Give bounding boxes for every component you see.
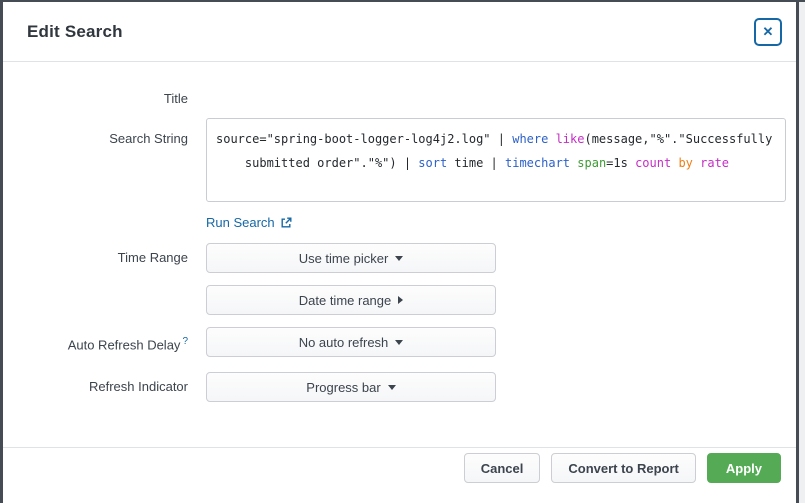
dialog-header: Edit Search ✕ (3, 2, 796, 62)
dialog-title: Edit Search (27, 21, 123, 41)
refresh-indicator-dropdown[interactable]: Progress bar (206, 372, 496, 403)
search-string-control: source="spring-boot-logger-log4j2.log" |… (206, 118, 796, 230)
help-icon[interactable]: ? (182, 336, 188, 347)
external-link-icon (281, 217, 292, 227)
dialog-body: Title Search String source="spring-boot-… (3, 62, 796, 447)
time-picker-dropdown[interactable]: Use time picker (206, 243, 496, 273)
search-string-label: Search String (109, 131, 188, 146)
time-picker-dropdown-label: Use time picker (298, 250, 389, 266)
search-string-row: Search String source="spring-boot-logger… (3, 118, 796, 230)
refresh-indicator-row: Refresh Indicator Progress bar (3, 372, 796, 403)
refresh-indicator-dropdown-label: Progress bar (306, 379, 381, 395)
caret-down-icon (387, 384, 396, 390)
date-time-range-dropdown[interactable]: Date time range (206, 285, 496, 315)
title-control (206, 91, 796, 108)
time-range-label: Time Range (117, 250, 188, 265)
time-range-row: Time Range Use time picker (3, 243, 796, 273)
refresh-indicator-label: Refresh Indicator (89, 379, 188, 395)
auto-refresh-row: Auto Refresh Delay? No auto refresh (3, 327, 796, 360)
apply-button[interactable]: Apply (706, 453, 781, 483)
caret-down-icon (395, 339, 404, 345)
title-row: Title (3, 91, 796, 108)
caret-right-icon (398, 296, 404, 304)
date-time-range-dropdown-label: Date time range (298, 292, 392, 308)
close-icon: ✕ (762, 24, 774, 39)
run-search-row: Run Search (206, 214, 796, 230)
title-input[interactable] (206, 91, 506, 108)
auto-refresh-dropdown[interactable]: No auto refresh (206, 327, 496, 357)
search-string-input[interactable]: source="spring-boot-logger-log4j2.log" |… (206, 118, 786, 202)
date-time-range-label-spacer (3, 285, 188, 315)
title-label: Title (163, 91, 188, 106)
dialog-footer: Cancel Convert to Report Apply (3, 447, 796, 503)
run-search-label: Run Search (206, 215, 275, 230)
caret-down-icon (395, 255, 404, 261)
close-button[interactable]: ✕ (754, 17, 782, 46)
auto-refresh-label-text: Auto Refresh Delay (67, 337, 181, 353)
search-string-text: source="spring-boot-logger-log4j2.log" |… (216, 132, 773, 170)
auto-refresh-label: Auto Refresh Delay? (3, 327, 188, 360)
cancel-button[interactable]: Cancel (463, 453, 541, 483)
convert-to-report-button[interactable]: Convert to Report (551, 453, 696, 483)
auto-refresh-dropdown-label: No auto refresh (298, 334, 389, 350)
run-search-link[interactable]: Run Search (206, 215, 292, 230)
date-time-range-row: Date time range (3, 285, 796, 315)
